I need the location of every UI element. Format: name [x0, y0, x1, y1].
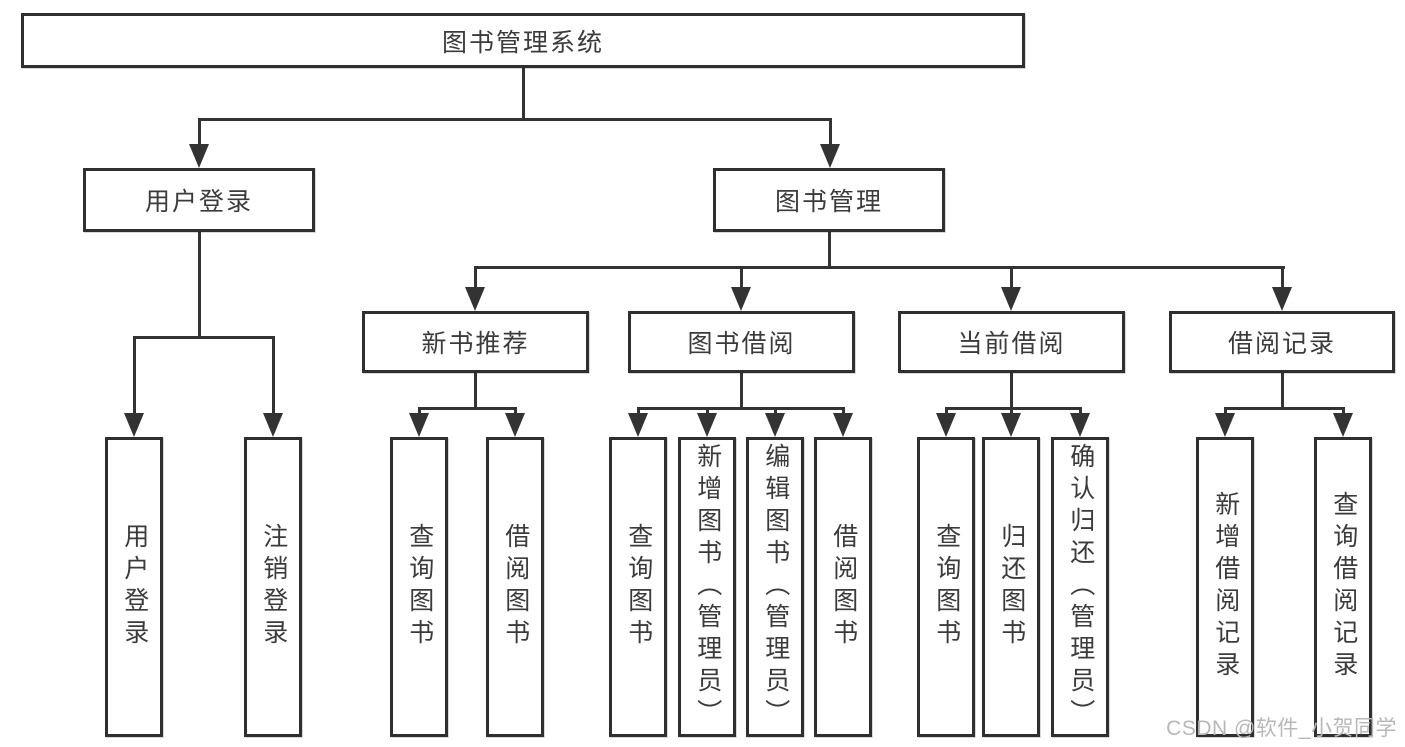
connector-line — [473, 266, 1285, 269]
arrow-down-icon — [124, 413, 144, 437]
connector-line — [521, 68, 525, 121]
arrow-down-icon — [697, 413, 717, 437]
node-book-borrowing: 图书借阅 — [628, 311, 855, 373]
arrow-down-icon — [1001, 287, 1021, 311]
connector-line — [1009, 373, 1013, 410]
connector-line — [705, 407, 709, 417]
connector-line — [1280, 373, 1284, 410]
connector-line — [473, 266, 477, 289]
arrow-down-icon — [505, 413, 525, 437]
leaf-label: 借阅图书 — [501, 523, 530, 651]
connector-line — [944, 407, 948, 417]
leaf-logout-login: 注销登录 — [244, 437, 302, 737]
leaf-borrow-books-borrowing: 借阅图书 — [814, 437, 872, 737]
leaf-return-books: 归还图书 — [982, 437, 1040, 737]
leaf-user-login: 用户登录 — [105, 437, 163, 737]
connector-line — [417, 407, 421, 417]
node-borrowing-records: 借阅记录 — [1169, 311, 1395, 373]
arrow-down-icon — [1001, 413, 1021, 437]
connector-line — [828, 118, 832, 146]
leaf-label: 确认归还（管理员） — [1066, 443, 1095, 731]
node-book-management: 图书管理 — [713, 168, 945, 232]
connector-line — [1341, 407, 1345, 417]
connector-line — [1009, 407, 1013, 417]
leaf-confirm-return-admin: 确认归还（管理员） — [1051, 437, 1109, 737]
leaf-label: 新增借阅记录 — [1211, 491, 1240, 683]
connector-line — [132, 336, 136, 415]
connector-line — [1009, 266, 1013, 289]
arrow-down-icon — [1272, 287, 1292, 311]
arrow-down-icon — [409, 413, 429, 437]
connector-line — [1078, 407, 1082, 417]
leaf-edit-books-admin: 编辑图书（管理员） — [746, 437, 804, 737]
arrow-down-icon — [1215, 413, 1235, 437]
leaf-label: 查询图书 — [405, 523, 434, 651]
arrow-down-icon — [731, 287, 751, 311]
connector-line — [944, 407, 1082, 410]
connector-line — [197, 118, 201, 146]
leaf-query-books-recommend: 查询图书 — [390, 437, 448, 737]
arrow-down-icon — [189, 144, 209, 168]
connector-line — [1223, 407, 1345, 410]
connector-line — [773, 407, 777, 417]
connector-line — [1223, 407, 1227, 417]
connector-line — [827, 232, 831, 269]
leaf-label: 归还图书 — [997, 523, 1026, 651]
connector-line — [513, 407, 517, 417]
node-user-login: 用户登录 — [83, 168, 315, 232]
connector-line — [739, 373, 743, 410]
leaf-query-borrow-record: 查询借阅记录 — [1314, 437, 1372, 737]
connector-line — [473, 373, 477, 410]
leaf-label: 编辑图书（管理员） — [761, 443, 790, 731]
connector-line — [132, 336, 275, 339]
leaf-label: 用户登录 — [120, 523, 149, 651]
leaf-label: 注销登录 — [259, 523, 288, 651]
leaf-label: 借阅图书 — [829, 523, 858, 651]
leaf-label: 查询借阅记录 — [1329, 491, 1358, 683]
node-library-system: 图书管理系统 — [21, 13, 1025, 68]
connector-line — [197, 118, 832, 121]
arrow-down-icon — [628, 413, 648, 437]
leaf-label: 新增图书（管理员） — [693, 443, 722, 731]
connector-line — [1280, 266, 1284, 289]
leaf-add-books-admin: 新增图书（管理员） — [678, 437, 736, 737]
arrow-down-icon — [765, 413, 785, 437]
watermark: CSDN @软件_小贺同学 — [1166, 717, 1397, 740]
node-new-book-recommend: 新书推荐 — [362, 311, 589, 373]
arrow-down-icon — [1070, 413, 1090, 437]
connector-line — [841, 407, 845, 417]
arrow-down-icon — [936, 413, 956, 437]
arrow-down-icon — [833, 413, 853, 437]
connector-line — [636, 407, 845, 410]
leaf-label: 查询图书 — [932, 523, 961, 651]
leaf-query-books-borrowing: 查询图书 — [609, 437, 667, 737]
leaf-add-borrow-record: 新增借阅记录 — [1196, 437, 1254, 737]
arrow-down-icon — [263, 413, 283, 437]
connector-line — [271, 336, 275, 415]
leaf-query-books-current: 查询图书 — [917, 437, 975, 737]
leaf-borrow-books-recommend: 借阅图书 — [486, 437, 544, 737]
arrow-down-icon — [1333, 413, 1353, 437]
connector-line — [417, 407, 517, 410]
connector-line — [636, 407, 640, 417]
leaf-label: 查询图书 — [624, 523, 653, 651]
connector-line — [739, 266, 743, 289]
connector-line — [197, 232, 201, 339]
node-current-borrowing: 当前借阅 — [898, 311, 1125, 373]
arrow-down-icon — [820, 144, 840, 168]
arrow-down-icon — [465, 287, 485, 311]
